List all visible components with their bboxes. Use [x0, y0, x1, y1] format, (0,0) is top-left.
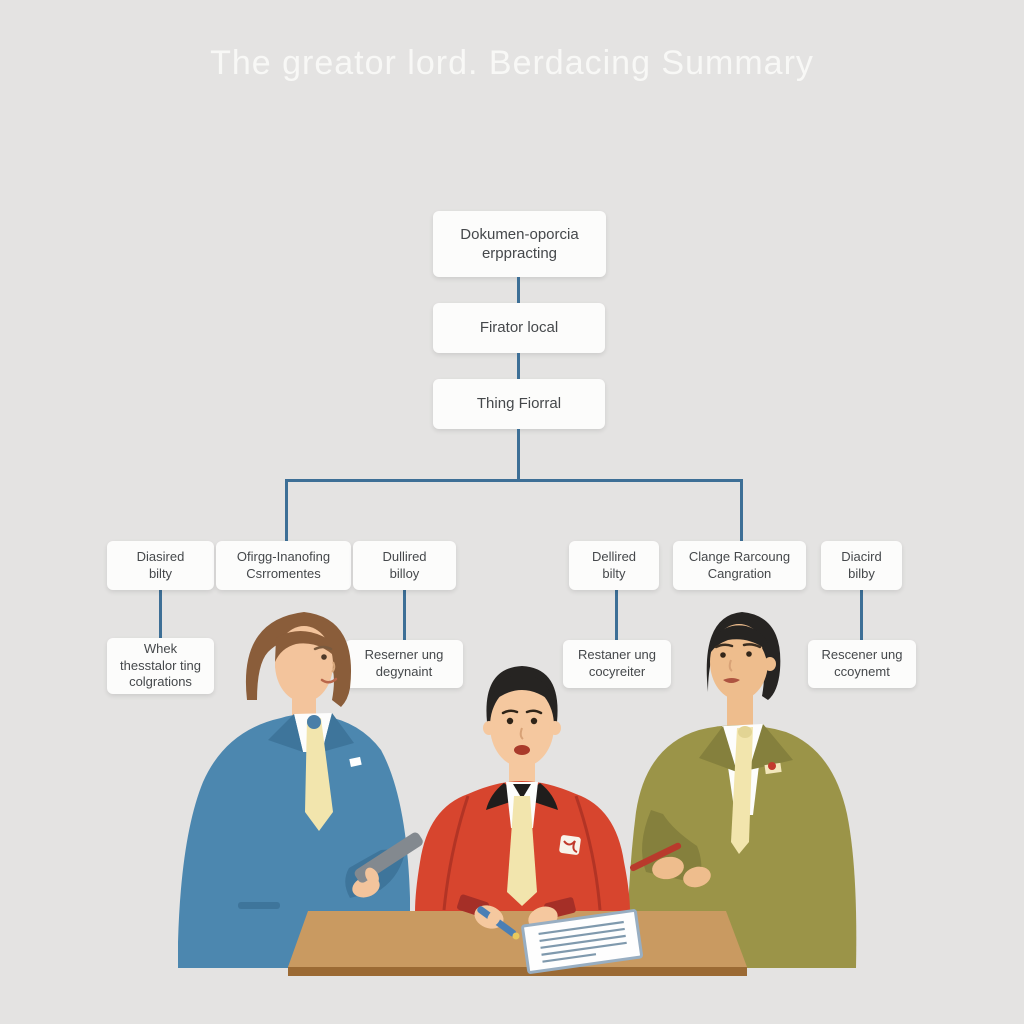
- connector-level3-bus: [517, 429, 520, 479]
- flow-branch-5: Clange Rarcoung Cangration: [673, 541, 806, 590]
- flow-branch-1: Diasired bilty: [107, 541, 214, 590]
- flow-leaf-2: Reserner ung degynaint: [345, 640, 463, 688]
- flow-node-root: Dokumen-oporcia erppracting: [433, 211, 606, 277]
- connector-bus: [286, 479, 742, 482]
- flow-branch-3: Dullired billoy: [353, 541, 456, 590]
- flow-branch-6: Diacird bilby: [821, 541, 902, 590]
- flow-leaf-3: Restaner ung cocyreiter: [563, 640, 671, 688]
- illustration-people-desk: [178, 612, 857, 976]
- hands-and-document: [457, 894, 644, 974]
- page-title: The greator lord. Berdacing Summary: [210, 44, 814, 82]
- connector-branch4-leaf3: [615, 589, 618, 640]
- connector-branch6-leaf4: [860, 589, 863, 640]
- tie-knot: [307, 715, 321, 729]
- connector-bus-left-drop: [285, 479, 288, 541]
- document: [521, 909, 644, 974]
- pocket-square: [764, 762, 782, 775]
- connector-root-level2: [517, 277, 520, 303]
- flow-branch-4: Dellired bilty: [569, 541, 659, 590]
- flow-leaf-1: Whek thesstalor ting colgrations: [107, 638, 214, 694]
- flow-node-level2: Firator local: [433, 303, 605, 353]
- pocket-square: [349, 756, 362, 767]
- flow-branch-2: Ofirgg-Inanofing Csrromentes: [216, 541, 351, 590]
- jacket-crest: [559, 835, 581, 855]
- connector-bus-right-drop: [740, 479, 743, 541]
- flow-leaf-4: Rescener ung ccoynemt: [808, 640, 916, 688]
- flow-node-level3: Thing Fiorral: [433, 379, 605, 429]
- person-left: [178, 612, 423, 968]
- desk: [288, 911, 747, 976]
- connector-branch1-leaf1: [159, 589, 162, 640]
- connector-branch3-leaf2: [403, 589, 406, 640]
- person-right: [627, 612, 857, 968]
- person-center: [415, 666, 630, 912]
- red-pen-icon: [629, 842, 682, 872]
- connector-level2-level3: [517, 353, 520, 379]
